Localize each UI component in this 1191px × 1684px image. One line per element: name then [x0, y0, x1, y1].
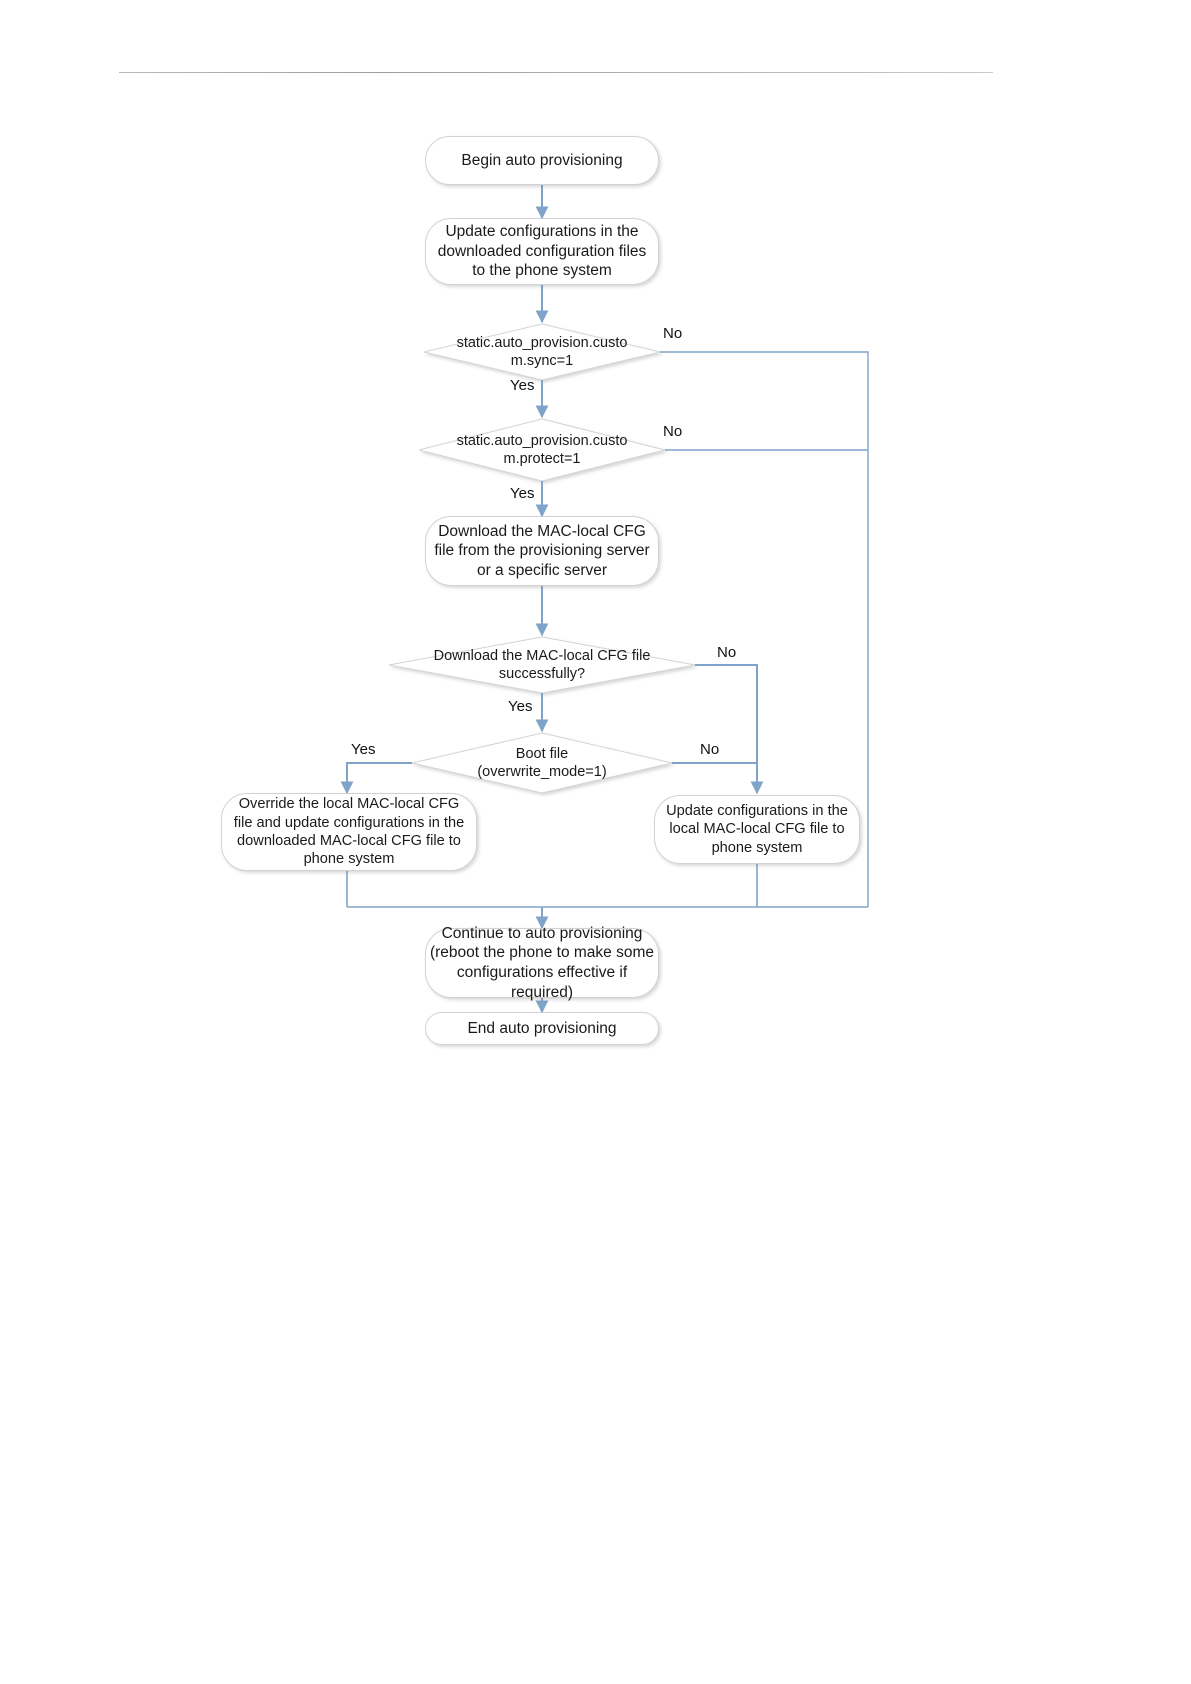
page-header-rule: [119, 72, 993, 73]
edge-label-sync-yes-text: Yes: [510, 377, 535, 394]
edge-label-sync-no: No: [663, 325, 682, 342]
node-decision-boot-file[interactable]: Boot file (overwrite_mode=1): [412, 734, 672, 792]
edge-label-protect-yes-text: Yes: [510, 485, 535, 502]
edge-label-protect-yes: Yes: [510, 485, 534, 502]
node-custom-protect-label: static.auto_provision.custo m.protect=1: [456, 432, 628, 467]
node-continue-label: Continue to auto provisioning (reboot th…: [429, 924, 655, 1001]
edge-label-protect-no-text: No: [663, 423, 683, 440]
edge-label-boot-no: No: [700, 741, 719, 758]
edge-label-boot-yes-text: Yes: [351, 741, 376, 758]
edge-label-sync-yes: Yes: [510, 377, 534, 394]
edge-label-download-no: No: [717, 644, 736, 661]
edge-label-download-no-text: No: [717, 644, 737, 661]
decision-shape-boot-file: [411, 732, 673, 794]
edge-label-sync-no-text: No: [663, 325, 683, 342]
edge-label-boot-yes: Yes: [351, 741, 375, 758]
node-download-success-label: Download the MAC-local CFG file successf…: [433, 647, 651, 682]
node-end-label: End auto provisioning: [467, 1019, 617, 1037]
node-update-local-mac-cfg[interactable]: Update configurations in the local MAC-l…: [654, 795, 860, 864]
edge-label-protect-no: No: [663, 423, 682, 440]
node-decision-custom-protect[interactable]: static.auto_provision.custo m.protect=1: [419, 420, 665, 480]
node-boot-file-label: Boot file (overwrite_mode=1): [477, 745, 607, 780]
node-download-mac-local-cfg[interactable]: Download the MAC-local CFG file from the…: [425, 516, 659, 586]
edge-boot-yes: [340, 762, 412, 795]
node-decision-custom-sync[interactable]: static.auto_provision.custo m.sync=1: [424, 324, 660, 380]
node-download-mac-cfg-label: Download the MAC-local CFG file from the…: [434, 522, 650, 579]
node-custom-sync-label: static.auto_provision.custo m.sync=1: [456, 334, 628, 369]
node-update-local-label: Update configurations in the local MAC-l…: [666, 802, 848, 856]
edge-download-no: [695, 664, 764, 795]
edge-sync-no: [660, 351, 869, 907]
node-override-local-mac-cfg[interactable]: Override the local MAC-local CFG file an…: [221, 793, 477, 871]
edge-label-download-yes-text: Yes: [508, 698, 533, 715]
edge-label-download-yes: Yes: [508, 698, 532, 715]
edge-label-boot-no-text: No: [700, 741, 720, 758]
node-end-auto-provisioning[interactable]: End auto provisioning: [425, 1012, 659, 1045]
node-decision-download-success[interactable]: Download the MAC-local CFG file successf…: [389, 638, 695, 692]
node-update-downloaded-label: Update configurations in the downloaded …: [437, 223, 647, 280]
node-continue-auto-provisioning[interactable]: Continue to auto provisioning (reboot th…: [425, 925, 659, 1001]
node-update-downloaded-configurations[interactable]: Update configurations in the downloaded …: [425, 218, 659, 285]
node-begin-label: Begin auto provisioning: [461, 151, 623, 169]
node-override-local-label: Override the local MAC-local CFG file an…: [233, 796, 465, 868]
node-begin-auto-provisioning[interactable]: Begin auto provisioning: [425, 136, 659, 185]
